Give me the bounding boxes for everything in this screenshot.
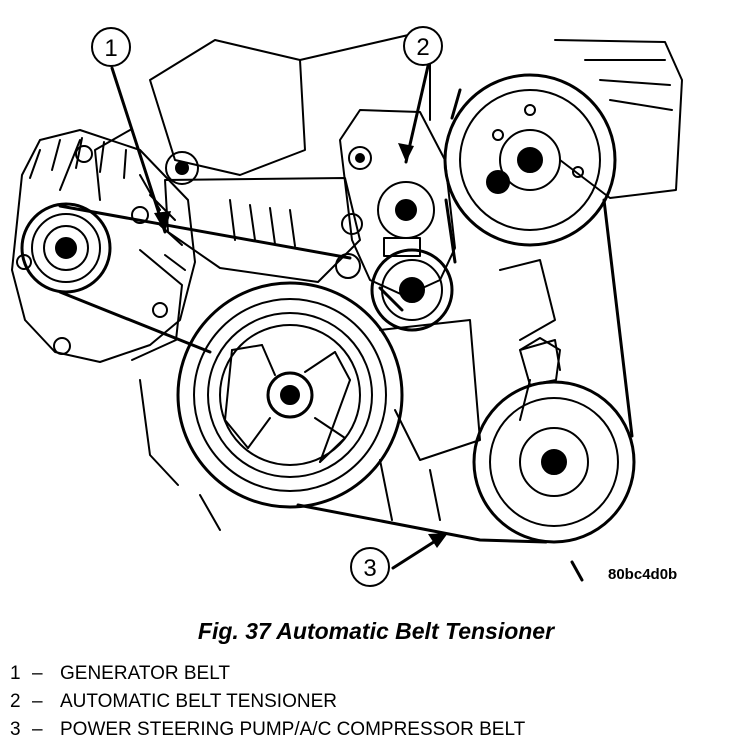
generator-belt: [58, 204, 404, 354]
callout-label-3: 3: [363, 555, 376, 582]
callout-bubble-1: [91, 27, 131, 67]
leader-lines: [110, 64, 584, 582]
idler-bolt: [165, 151, 199, 185]
ac-compressor-pulley: [472, 337, 636, 544]
legend-separator: –: [32, 719, 43, 740]
callout-bubble-2: [403, 26, 443, 66]
legend-item: 1–GENERATOR BELT: [10, 660, 525, 688]
crankshaft-pulley: [176, 281, 404, 509]
legend-separator: –: [32, 663, 43, 684]
figure-code: 80bc4d0b: [608, 566, 678, 583]
callout-label-2: 2: [416, 34, 429, 61]
legend-number: 3: [10, 719, 21, 740]
callout-bubble-3: [350, 547, 390, 587]
callout-2-arrowhead: [398, 143, 414, 162]
legend-item: 3–POWER STEERING PUMP/A/C COMPRESSOR BEL…: [10, 716, 525, 744]
callout-label-1: 1: [104, 35, 117, 62]
legend-text: POWER STEERING PUMP/A/C COMPRESSOR BELT: [60, 719, 526, 740]
callout-3-arrowhead: [428, 533, 448, 548]
callout-1-arrowhead: [154, 211, 171, 232]
ps-ac-belt: [296, 88, 634, 544]
legend-number: 2: [10, 691, 21, 712]
legend-list: 1–GENERATOR BELT 2–AUTOMATIC BELT TENSIO…: [10, 660, 525, 744]
legend-number: 1: [10, 663, 21, 684]
generator: [11, 129, 196, 363]
legend-separator: –: [32, 691, 43, 712]
legend-item: 2–AUTOMATIC BELT TENSIONER: [10, 688, 525, 716]
legend-text: AUTOMATIC BELT TENSIONER: [60, 691, 337, 712]
power-steering-pulley: [443, 73, 617, 247]
automatic-belt-tensioner: [335, 109, 456, 332]
engine-belt-diagram: 1 2 3: [11, 26, 683, 587]
figure-caption: Fig. 37 Automatic Belt Tensioner: [197, 618, 555, 644]
legend-text: GENERATOR BELT: [60, 663, 230, 684]
